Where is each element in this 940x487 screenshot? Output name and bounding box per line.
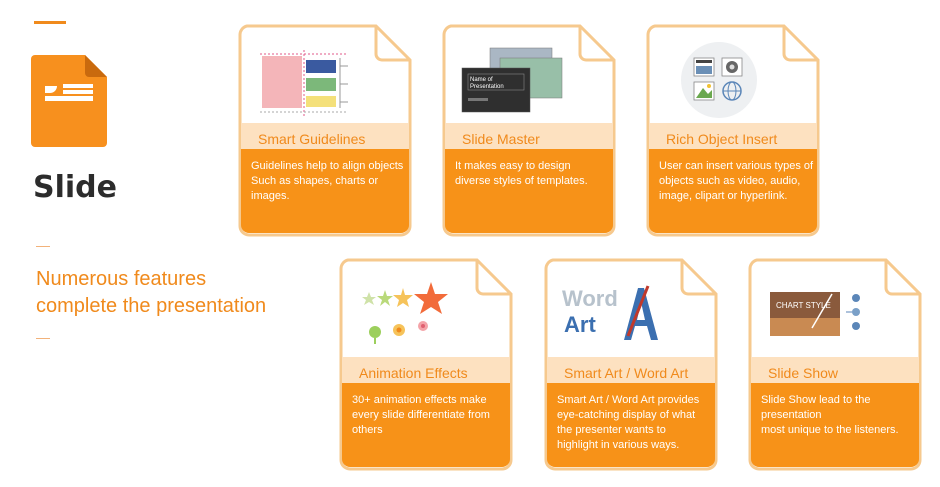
tagline: Numerous features complete the presentat… bbox=[36, 266, 316, 320]
card-description: Guidelines help to align objects Such as… bbox=[251, 160, 404, 202]
feature-card-animation-effects: Animation Effects 30+ animation effects … bbox=[339, 258, 513, 471]
top-accent-line bbox=[34, 21, 66, 24]
tagline-line-2: complete the presentation bbox=[36, 295, 267, 317]
feature-card-smart-guidelines: Smart Guidelines Guidelines help to alig… bbox=[238, 24, 412, 237]
card-title: Smart Guidelines bbox=[258, 131, 366, 147]
card-description: It makes easy to design diverse styles o… bbox=[455, 160, 588, 187]
card-description: Slide Show lead to the presentation most… bbox=[761, 394, 899, 436]
card-description: Smart Art / Word Art provides eye-catchi… bbox=[557, 394, 700, 451]
card-title: Animation Effects bbox=[359, 365, 468, 381]
slide-app-icon bbox=[31, 55, 107, 147]
svg-text:Word: Word bbox=[562, 286, 618, 311]
svg-text:Art: Art bbox=[564, 312, 596, 337]
svg-text:Name of: Name of bbox=[470, 77, 493, 83]
svg-text:Presentation: Presentation bbox=[470, 84, 504, 90]
divider-line-top bbox=[36, 246, 50, 247]
feature-card-rich-object-insert: Rich Object Insert User can insert vario… bbox=[646, 24, 820, 237]
feature-card-slide-show: CHART STYLE Slide Show Slide Show lead t… bbox=[748, 258, 922, 471]
tagline-line-1: Numerous features bbox=[36, 268, 207, 290]
animation-thumbnail-icon bbox=[362, 282, 448, 344]
slide-show-thumbnail-icon: CHART STYLE bbox=[770, 292, 860, 336]
card-description: User can insert various types of objects… bbox=[659, 160, 814, 202]
card-description: 30+ animation effects make every slide d… bbox=[352, 394, 490, 436]
svg-text:CHART STYLE: CHART STYLE bbox=[776, 301, 831, 310]
slide-master-thumbnail-icon: Name of Presentation bbox=[461, 47, 563, 113]
feature-card-slide-master: Name of Presentation Slide Master It mak… bbox=[442, 24, 616, 237]
guidelines-thumbnail-icon bbox=[260, 50, 348, 116]
rich-object-thumbnail-icon bbox=[681, 42, 757, 118]
card-title: Smart Art / Word Art bbox=[564, 365, 689, 381]
word-art-thumbnail-icon: Word Art bbox=[562, 285, 658, 340]
feature-card-smart-art-word-art: Word Art Smart Art / Word Art Smart Art … bbox=[544, 258, 718, 471]
app-title: Slide bbox=[33, 170, 117, 205]
card-title: Slide Master bbox=[462, 131, 540, 147]
card-title: Rich Object Insert bbox=[666, 131, 778, 147]
card-title: Slide Show bbox=[768, 365, 839, 381]
divider-line-bottom bbox=[36, 338, 50, 339]
